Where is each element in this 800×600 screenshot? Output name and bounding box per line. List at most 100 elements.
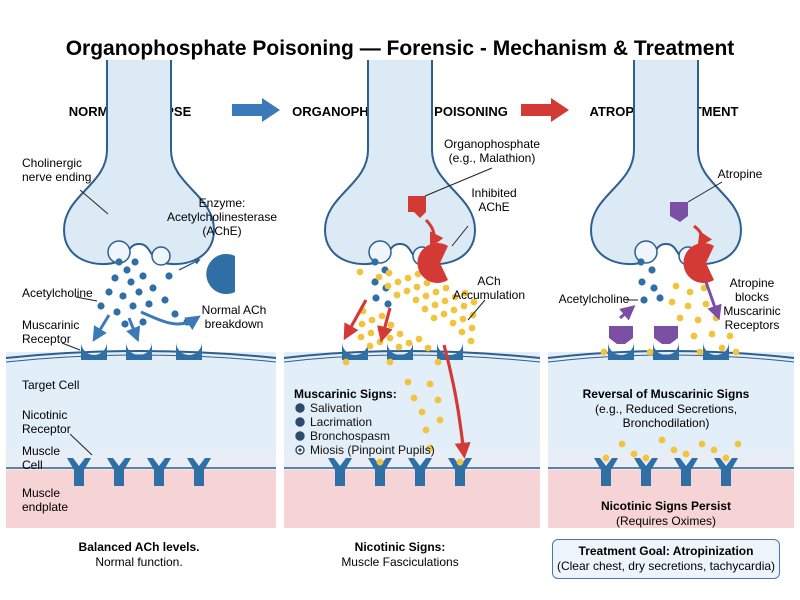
nicotinic-persist-text: (Requires Oximes) [616, 514, 716, 528]
accumulated-ach-molecule [385, 269, 393, 277]
ach-molecule [732, 348, 740, 356]
acetylcholine-molecule [650, 284, 658, 292]
atropine-molecule [670, 202, 688, 222]
acetylcholine-molecule [121, 320, 129, 328]
atropine-blocker [654, 326, 678, 344]
label-organophosphate: Organophosphate(e.g., Malathion) [444, 137, 540, 165]
acetylcholine-molecule [127, 278, 135, 286]
muscle-endplate-region [284, 466, 540, 528]
accumulated-ach-molecule [387, 321, 395, 329]
accumulated-ach-molecule [415, 335, 423, 343]
muscarinic-sign-text: Bronchospasm [310, 429, 390, 443]
accumulated-ach-molecule [426, 444, 434, 452]
muscle-endplate-region [548, 466, 794, 528]
leader-nicotinic-receptor [69, 433, 93, 456]
accumulated-ach-molecule [422, 292, 430, 300]
accumulated-ach-molecule [393, 291, 401, 299]
accumulated-ach-molecule [459, 315, 467, 323]
acetylcholine-molecule [129, 302, 137, 310]
accumulated-ach-molecule [460, 302, 468, 310]
synaptic-vesicle [368, 240, 392, 264]
muscarinic-receptor [653, 342, 679, 360]
treatment-goal-text: (Clear chest, dry secretions, tachycardi… [557, 559, 775, 573]
page-title: Organophosphate Poisoning — Forensic - M… [66, 37, 735, 60]
ach-molecule [668, 298, 676, 306]
op-binding-arrow [424, 218, 444, 249]
nicotinic-overstimulation-arrow [442, 344, 471, 459]
inhibited-ache-enzyme [683, 242, 714, 283]
acetylcholine-molecule [637, 258, 645, 266]
accumulated-ach-molecule [413, 283, 421, 291]
target-cell-region [284, 352, 540, 452]
acetylcholine-molecule [371, 278, 379, 286]
nicotinic-receptor [187, 458, 211, 486]
accumulated-ach-molecule [376, 458, 384, 466]
nerve-terminal [589, 60, 743, 266]
footer-text-poisoning: Muscle Fasciculations [341, 555, 458, 569]
accumulated-ach-molecule [449, 319, 457, 327]
atropine-blocker [609, 326, 633, 344]
muscarinic-receptor [176, 342, 202, 360]
nicotinic-persist-title: Nicotinic Signs Persist [601, 499, 731, 513]
accumulated-ach-molecule [357, 333, 365, 341]
nicotinic-receptor [67, 458, 91, 486]
muscarinic-sign-text: Miosis (Pinpoint Pupils) [310, 443, 435, 457]
acetylcholine-molecule [105, 288, 113, 296]
acetylcholine-molecule [372, 294, 380, 302]
muscarinic-receptor [608, 342, 634, 360]
acetylcholine-molecule [139, 318, 147, 326]
accumulated-ach-molecule [386, 334, 394, 342]
ach-molecule [694, 316, 702, 324]
accumulated-ach-molecule [358, 320, 366, 328]
treatment-goal-box [552, 539, 780, 579]
nicotinic-receptor [714, 458, 738, 486]
acetylcholine-molecule [161, 296, 169, 304]
nerve-terminal [62, 60, 216, 266]
accumulated-ach-molecule [375, 273, 383, 281]
accumulated-ach-molecule [367, 329, 375, 337]
leader-inhibited-ache [451, 225, 469, 247]
overstimulation-arrow [377, 307, 393, 343]
ach-molecule [602, 454, 610, 462]
ach-displaced-arrow [619, 305, 636, 321]
nicotinic-receptor [147, 458, 171, 486]
eye-icon [295, 417, 305, 427]
accumulated-ach-molecule [342, 358, 350, 366]
accumulated-ach-molecule [421, 305, 429, 313]
target-cell-region [548, 352, 794, 452]
label-target-cell: Target Cell [22, 378, 79, 392]
accumulated-ach-molecule [468, 324, 476, 332]
pupil-dot [298, 448, 302, 452]
accumulated-ach-molecule [431, 301, 439, 309]
ach-molecule [642, 454, 650, 462]
nicotinic-receptor [408, 458, 432, 486]
accumulated-ach-molecule [434, 358, 442, 366]
muscarinic-sign-text: Lacrimation [310, 415, 372, 429]
accumulated-ach-molecule [403, 287, 411, 295]
leader-ach-accumulation [467, 299, 486, 321]
target-cell-region [6, 352, 276, 452]
accumulated-ach-molecule [366, 342, 374, 350]
accumulated-ach-molecule [356, 268, 364, 276]
ach-molecule [658, 436, 666, 444]
accumulated-ach-molecule [384, 282, 392, 290]
atropine-binding-arrow [693, 224, 713, 248]
ach-molecule [600, 348, 608, 356]
acetylcholine-molecule [165, 272, 173, 280]
ache-enzyme [206, 254, 235, 294]
accumulated-ach-molecule [394, 278, 402, 286]
header-arrow-blue [232, 98, 280, 122]
ach-molecule [630, 450, 638, 458]
ach-molecule [722, 454, 730, 462]
acetylcholine-molecule [97, 302, 105, 310]
accumulated-ach-molecule [368, 316, 376, 324]
ach-molecule [672, 282, 680, 290]
muscarinic-sign-item: Lacrimation [295, 415, 372, 429]
reversal-title: Reversal of Muscarinic Signs [583, 387, 750, 401]
accumulated-ach-molecule [424, 344, 432, 352]
